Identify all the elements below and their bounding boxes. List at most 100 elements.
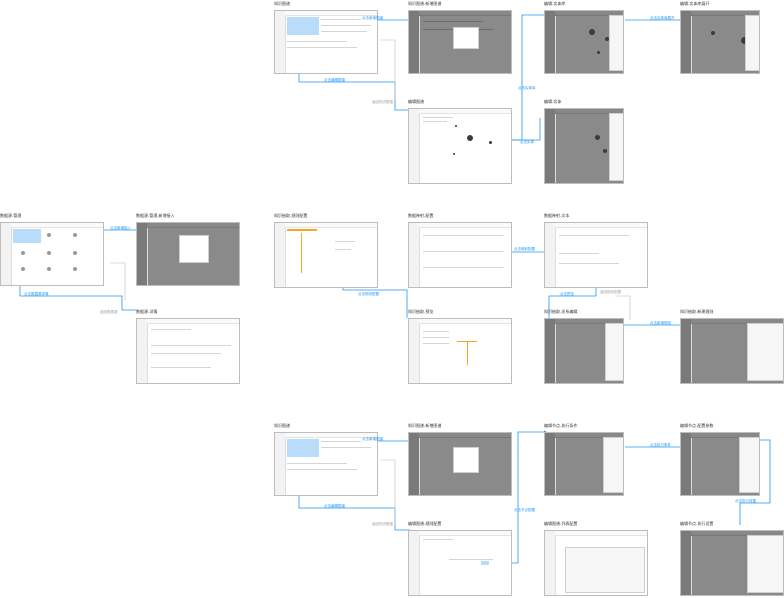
modal-dialog[interactable]	[453, 27, 479, 49]
sidebar	[275, 223, 286, 287]
text-line	[423, 331, 449, 332]
screen-extract-rules[interactable]: 知识抽取-规则配置	[274, 213, 378, 288]
screen-extract-preview[interactable]: 知识抽取-预览	[408, 309, 512, 384]
text-line	[151, 353, 221, 354]
screen-entity[interactable]: 编辑-实体	[544, 99, 624, 184]
connector-label: 点击新增图谱	[362, 16, 383, 20]
screen-datasource-detail[interactable]: 数据源-详情	[136, 309, 240, 384]
screen-frame	[680, 432, 760, 496]
text-line	[321, 25, 371, 26]
screen-title: 知识图谱-新增图谱	[408, 1, 442, 6]
text-line	[151, 367, 211, 368]
sidebar	[545, 11, 556, 73]
wire-s7-s9	[19, 270, 136, 311]
topbar	[419, 11, 511, 16]
side-panel	[609, 15, 623, 71]
topbar	[691, 433, 759, 438]
screen-frame	[136, 318, 240, 384]
text-line	[423, 343, 449, 344]
screen-node-exec-condition[interactable]: 编辑节点-执行条件	[544, 423, 624, 496]
screen-frame	[544, 530, 648, 596]
selected-card[interactable]	[287, 439, 319, 457]
orange-bar	[287, 229, 317, 231]
sidebar	[137, 223, 148, 285]
text-line	[449, 559, 493, 560]
text-line	[287, 47, 357, 48]
side-panel	[603, 437, 623, 493]
screen-frame	[544, 108, 624, 184]
screen-add-graph[interactable]: 知识图谱-新增图谱	[408, 1, 512, 74]
text-line	[335, 241, 355, 242]
card-icon	[47, 233, 51, 237]
screen-frame	[408, 318, 512, 384]
text-line	[559, 263, 619, 264]
graph-node[interactable]	[595, 135, 600, 140]
selected-node[interactable]	[481, 561, 489, 565]
screen-title: 知识抽取-规则配置	[274, 213, 308, 218]
screen-entity-library[interactable]: 编辑-实体库	[544, 1, 624, 74]
screen-frame	[544, 10, 624, 74]
screen-frame	[274, 10, 378, 74]
graph-node[interactable]	[467, 135, 473, 141]
modal-dialog[interactable]	[179, 235, 209, 263]
text-line	[423, 337, 449, 338]
screen-mapping-config[interactable]: 数据映射-配置	[408, 213, 512, 288]
topbar	[555, 109, 623, 114]
side-panel	[739, 437, 759, 493]
screen-frame	[408, 432, 512, 496]
screen-title: 编辑节点-配置参数	[680, 423, 714, 428]
connector-label: 点击实体库展开	[650, 16, 675, 20]
topbar	[285, 433, 377, 438]
text-line	[423, 267, 503, 268]
screen-datasource[interactable]: 数据源-管理	[0, 213, 104, 286]
graph-node[interactable]	[597, 51, 600, 54]
screen-add-graph-2[interactable]: 知识图谱-新增图谱	[408, 423, 512, 496]
graph-node[interactable]	[711, 31, 715, 35]
screen-datasource-add[interactable]: 数据源-管理-新增接入	[136, 213, 240, 286]
text-line	[335, 249, 351, 250]
screen-node-exec-setting[interactable]: 编辑节点-执行设置	[680, 521, 784, 596]
sidebar	[545, 223, 556, 287]
screen-title: 编辑图谱	[408, 99, 424, 104]
wire-s19-s22	[739, 439, 771, 525]
screen-new-rule[interactable]: 知识抽取-新建规则	[680, 309, 784, 384]
screen-title: 数据映射-文本	[544, 213, 570, 218]
side-panel	[747, 535, 783, 593]
connector-label: 点击新增接入	[110, 226, 131, 230]
graph-node[interactable]	[455, 125, 457, 127]
screen-mapping-text[interactable]: 数据映射-文本	[544, 213, 648, 288]
screen-edit-graph[interactable]: 编辑图谱	[408, 99, 512, 184]
screen-edit-graph-rules[interactable]: 编辑图谱-规则配置	[408, 521, 512, 596]
graph-node[interactable]	[489, 141, 492, 144]
screen-title: 编辑图谱-列表配置	[544, 521, 578, 526]
topbar	[147, 319, 239, 324]
screen-knowledge-graph-2[interactable]: 知识图谱	[274, 423, 378, 496]
orange-bar	[301, 233, 302, 273]
screen-title: 知识图谱-新增图谱	[408, 423, 442, 428]
connector-label: 点击新增图谱	[362, 437, 383, 441]
sidebar	[681, 531, 692, 595]
screen-knowledge-graph[interactable]: 知识图谱	[274, 1, 378, 74]
screen-entity-library-expanded[interactable]: 编辑-实体库展开	[680, 1, 760, 74]
graph-node[interactable]	[589, 29, 595, 35]
connector-label: 点击执行设置	[735, 499, 756, 503]
screen-relation-edit[interactable]: 知识抽取-关系编辑	[544, 309, 624, 384]
graph-node[interactable]	[603, 149, 607, 153]
graph-node[interactable]	[605, 37, 609, 41]
screen-title: 数据映射-配置	[408, 213, 434, 218]
screen-edit-graph-list[interactable]: 编辑图谱-列表配置	[544, 521, 648, 596]
topbar	[419, 319, 511, 324]
screen-title: 编辑图谱-规则配置	[408, 521, 442, 526]
connector-label: 点击新增规则	[650, 321, 671, 325]
graph-node[interactable]	[741, 37, 748, 44]
graph-node[interactable]	[453, 153, 455, 155]
text-line	[321, 31, 367, 32]
screen-frame	[274, 222, 378, 288]
topbar	[555, 531, 647, 536]
modal-dialog[interactable]	[453, 447, 479, 473]
selected-card[interactable]	[287, 17, 319, 35]
screen-node-params[interactable]: 编辑节点-配置参数	[680, 423, 760, 496]
selected-card[interactable]	[13, 229, 41, 243]
topbar	[419, 433, 511, 438]
